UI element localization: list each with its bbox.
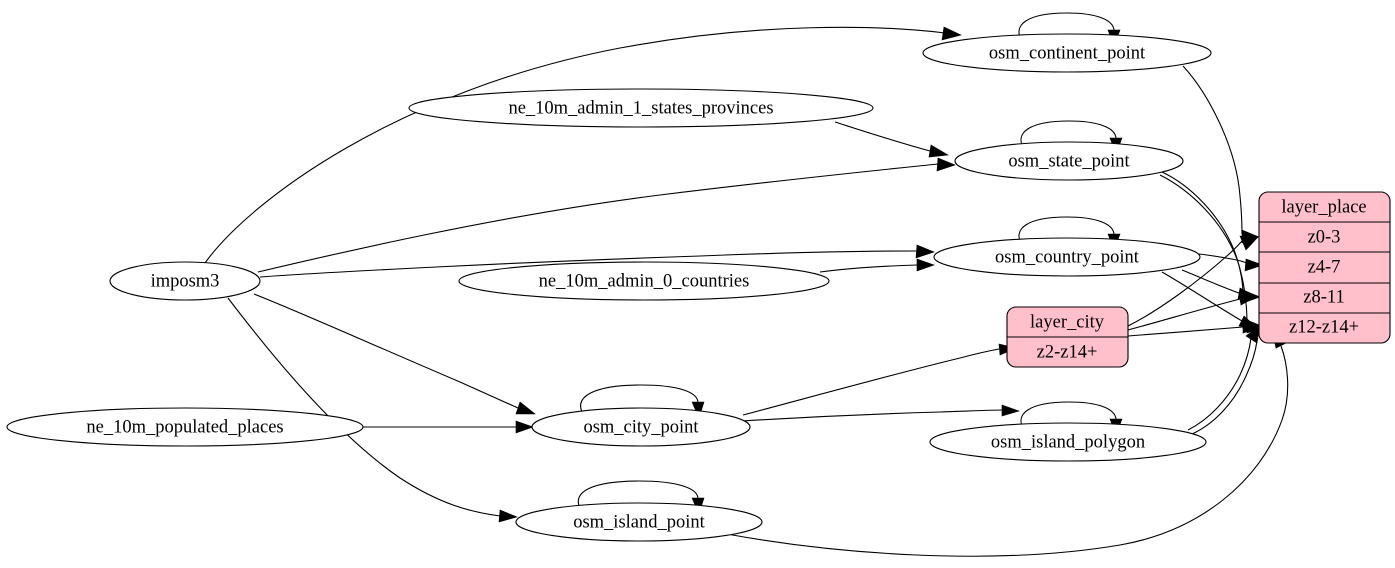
node-osm_continent_point[interactable]: osm_continent_point — [922, 33, 1212, 73]
edge-layer_city-to-layer_place-z12_z14 — [1127, 321, 1261, 337]
node-imposm3[interactable]: imposm3 — [109, 261, 261, 301]
edge-osm_continent_point-to-layer_place-z0_3 — [1182, 65, 1260, 244]
edge-imposm3-to-osm_island_point — [227, 297, 518, 523]
edge-imposm3-to-osm_city_point — [253, 293, 536, 415]
node-osm_country_point[interactable]: osm_country_point — [933, 237, 1201, 277]
node-osm_state_point[interactable]: osm_state_point — [954, 141, 1184, 181]
edge-imposm3-to-osm_state_point — [257, 157, 956, 273]
edge-layer_city-to-layer_place-z0_3 — [1127, 235, 1259, 327]
edge-layer_city-to-layer_place-z8_11 — [1127, 293, 1258, 331]
edge-osm_island_polygon-to-layer_place-z12_z14 — [1187, 324, 1261, 431]
node-osm_island_point[interactable]: osm_island_point — [515, 502, 763, 542]
edge-osm_city_point-to-osm_island_polygon — [741, 404, 1020, 422]
edge-osm_city_point-to-layer_city-z2_z14 — [742, 343, 1017, 416]
node-layer_place[interactable]: layer_place z0-3 z4-7 z8-11 z12-z14+ — [1258, 191, 1391, 344]
node-layer_city[interactable]: layer_city z2-z14+ — [1006, 306, 1129, 368]
node-layer: imposm3 ne_10m_admin_1_states_provinces … — [6, 33, 1391, 542]
node-osm_city_point[interactable]: osm_city_point — [531, 407, 751, 447]
edge-imposm3-to-osm_continent_point — [204, 26, 962, 264]
edge-ne_populated-to-osm_city_point — [363, 420, 534, 434]
node-osm_island_polygon[interactable]: osm_island_polygon — [929, 422, 1207, 462]
node-ne_10m_populated_places[interactable]: ne_10m_populated_places — [6, 407, 364, 447]
node-ne_10m_admin_1_states_provinces[interactable]: ne_10m_admin_1_states_provinces — [408, 88, 874, 128]
node-ne_10m_admin_0_countries[interactable]: ne_10m_admin_0_countries — [458, 261, 830, 301]
edge-imposm3-to-osm_country_point — [259, 244, 935, 278]
edge-osm_country_point-to-layer_place-z4_7 — [1198, 253, 1264, 272]
edge-ne_countries-to-osm_country_point — [819, 258, 935, 273]
edge-ne_states-to-osm_state_point — [834, 121, 949, 158]
edge-osm_island_polygon-to-layer_place-z12_z14-b — [1191, 340, 1258, 435]
